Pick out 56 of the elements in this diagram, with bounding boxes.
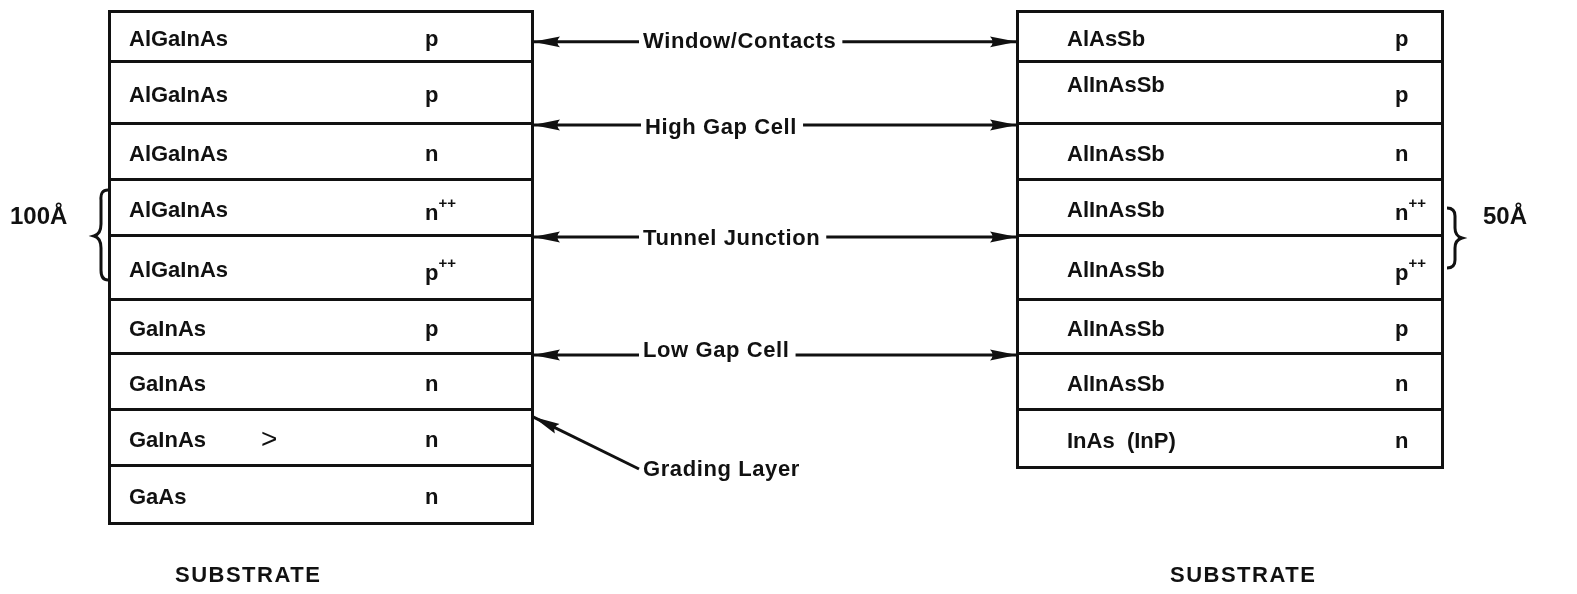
doping-type: n [425, 428, 439, 451]
material-name: AlAsSb [1067, 27, 1146, 50]
material-name: AlInAsSb [1067, 317, 1165, 340]
layer-box [108, 178, 534, 237]
layer-box [108, 464, 534, 525]
doping-type: p [425, 317, 439, 340]
material-name: AlInAsSb [1067, 372, 1165, 395]
layer-box [108, 60, 534, 125]
thickness-label: 50Å [1483, 204, 1528, 228]
layer-box [108, 234, 534, 301]
material-name: AlGaInAs [129, 198, 229, 221]
doping-type: n [1395, 142, 1409, 165]
material-name: GaInAs [129, 428, 207, 451]
material-name: AlInAsSb [1067, 258, 1165, 281]
doping-type: p [425, 83, 439, 106]
material-name: AlGaInAs [129, 142, 229, 165]
doping-type: p [1395, 83, 1409, 106]
layer-box [1016, 122, 1444, 181]
doping-type: p$^{++}$ [1395, 258, 1426, 284]
material-name: AlInAsSb [1067, 73, 1165, 96]
doping-type: n [425, 142, 439, 165]
doping-type: n [425, 372, 439, 395]
layer-box [1016, 60, 1444, 125]
substrate-label: SUBSTRATE [175, 564, 322, 586]
material-name: InAs (InP) [1067, 429, 1176, 452]
grading-mark: > [261, 424, 278, 453]
material-name: GaAs [129, 485, 187, 508]
material-name: AlGaInAs [129, 83, 229, 106]
layer-box [108, 10, 534, 63]
doping-type: p [1395, 317, 1409, 340]
material-name: GaInAs [129, 317, 207, 340]
material-name: AlGaInAs [129, 27, 229, 50]
layer-box [1016, 298, 1444, 355]
layer-box [1016, 178, 1444, 237]
doping-type: n$^{++}$ [1395, 198, 1426, 224]
layer-box [1016, 352, 1444, 411]
material-name: AlInAsSb [1067, 142, 1165, 165]
doping-type: n [1395, 372, 1409, 395]
thickness-label: 100Å [10, 204, 68, 228]
substrate-label: SUBSTRATE [1170, 564, 1317, 586]
layer-box [108, 408, 534, 467]
doping-type: p [1395, 27, 1409, 50]
doping-type: p$^{++}$ [425, 258, 456, 284]
material-name: AlInAsSb [1067, 198, 1165, 221]
layer-box [1016, 10, 1444, 63]
doping-type: p [425, 27, 439, 50]
doping-type: n$^{++}$ [425, 198, 456, 224]
layer-box [108, 122, 534, 181]
doping-type: n [425, 485, 439, 508]
layer-box [108, 352, 534, 411]
layer-box [108, 298, 534, 355]
doping-type: n [1395, 429, 1409, 452]
material-name: AlGaInAs [129, 258, 229, 281]
material-name: GaInAs [129, 372, 207, 395]
layer-box [1016, 234, 1444, 301]
layer-box [1016, 408, 1444, 469]
